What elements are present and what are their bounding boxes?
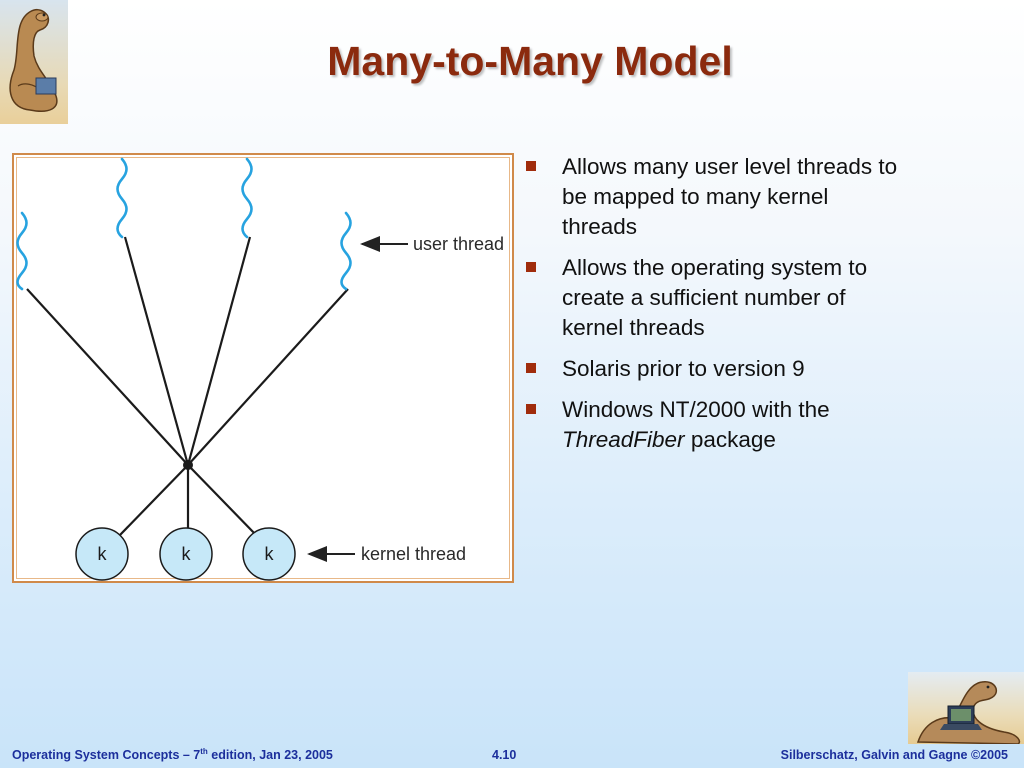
bullet-text: Allows many user level threads to be map…	[562, 154, 898, 239]
user-thread-line-2	[123, 236, 190, 466]
bullet-item: Windows NT/2000 with the ThreadFiber pac…	[524, 395, 904, 455]
bullet-list: Allows many user level threads to be map…	[524, 152, 904, 466]
bullet-square-icon	[526, 161, 536, 171]
kernel-node-2	[159, 527, 213, 581]
kernel-node-label-3: k	[265, 544, 275, 564]
kernel-node-label-1: k	[98, 544, 108, 564]
dinosaur-logo-top	[0, 0, 68, 124]
bullet-item: Allows the operating system to create a …	[524, 253, 904, 343]
user-thread-wave-1	[16, 211, 28, 291]
kernel-node-3	[242, 527, 296, 581]
bullet-text: Allows the operating system to create a …	[562, 255, 868, 340]
bullet-text-prefix: Windows NT/2000 with the	[562, 397, 830, 422]
kernel-link-3	[187, 464, 258, 537]
footer-course: Operating System Concepts – 7	[12, 748, 201, 762]
bullet-square-icon	[526, 262, 536, 272]
bullet-text: Solaris prior to version 9	[562, 356, 805, 381]
user-thread-wave-3	[241, 157, 253, 239]
user-thread-line-4	[187, 288, 349, 466]
user-thread-wave-2	[116, 157, 128, 239]
slide-title: Many-to-Many Model	[327, 38, 733, 84]
footer-left: Operating System Concepts – 7th edition,…	[12, 747, 333, 762]
kernel-thread-label: kernel thread	[361, 544, 466, 564]
bullet-square-icon	[526, 363, 536, 373]
kernel-node-label-2: k	[182, 544, 192, 564]
user-thread-label: user thread	[413, 234, 504, 254]
bullet-text-suffix: package	[684, 427, 776, 452]
kernel-link-1	[118, 464, 189, 537]
footer-right: Silberschatz, Galvin and Gagne ©2005	[780, 748, 1008, 762]
footer-edition: edition, Jan 23, 2005	[207, 748, 333, 762]
footer-sup: th	[200, 746, 208, 756]
bullet-item: Solaris prior to version 9	[524, 354, 904, 384]
bullet-item: Allows many user level threads to be map…	[524, 152, 904, 242]
page-number: 4.10	[492, 748, 517, 762]
user-thread-wave-4	[340, 211, 352, 291]
user-thread-line-3	[186, 236, 252, 466]
kernel-node-1	[75, 527, 129, 581]
bullet-square-icon	[526, 404, 536, 414]
user-thread-line-1	[26, 288, 189, 466]
junction-point	[183, 460, 193, 470]
dinosaur-logo-bottom	[908, 672, 1024, 744]
many-to-many-diagram: k k k user thread kernel thread	[12, 153, 514, 583]
bullet-text-italic: ThreadFiber	[562, 427, 685, 452]
